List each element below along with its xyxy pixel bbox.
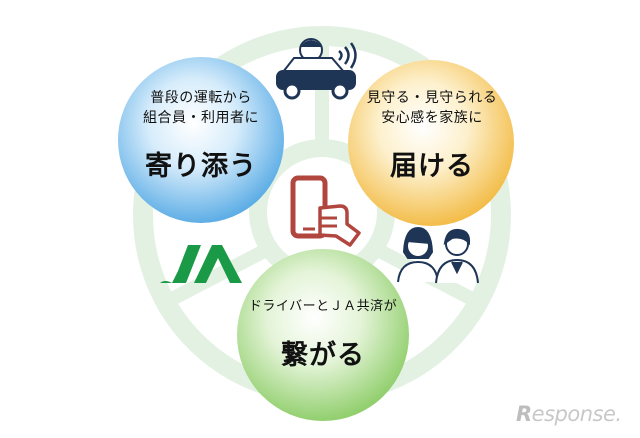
ja-logo: JA bbox=[9, 8, 242, 283]
right-bubble-text: 見守る・見守られる 安心感を家族に 届ける bbox=[352, 88, 512, 183]
watermark-rest: esponse. bbox=[531, 402, 622, 426]
response-watermark: Response. bbox=[516, 402, 622, 426]
family-icon bbox=[397, 226, 479, 284]
bottom-bubble-text: ドライバーとＪＡ共済が 繋がる bbox=[240, 297, 406, 372]
watermark-prefix: R bbox=[516, 402, 532, 426]
driver-car-icon bbox=[276, 38, 357, 100]
ja-logo-lettering: JA bbox=[9, 8, 11, 11]
right-bubble-line1: 見守る・見守られる bbox=[366, 90, 498, 106]
left-bubble-text: 普段の運転から 組合員・利用者に 寄り添う bbox=[126, 88, 276, 183]
left-bubble bbox=[118, 57, 284, 223]
left-bubble-line2: 組合員・利用者に bbox=[143, 110, 259, 126]
smartphone-hand-icon bbox=[290, 175, 361, 247]
bottom-bubble bbox=[237, 249, 409, 421]
bottom-bubble-line1: ドライバーとＪＡ共済が bbox=[248, 299, 398, 314]
bottom-bubble-headline: 繋がる bbox=[281, 340, 365, 371]
right-bubble bbox=[348, 60, 514, 226]
right-bubble-line2: 安心感を家族に bbox=[381, 110, 483, 126]
right-bubble-headline: 届ける bbox=[390, 151, 474, 182]
left-bubble-headline: 寄り添う bbox=[145, 151, 257, 182]
left-bubble-line1: 普段の運転から bbox=[150, 90, 252, 106]
